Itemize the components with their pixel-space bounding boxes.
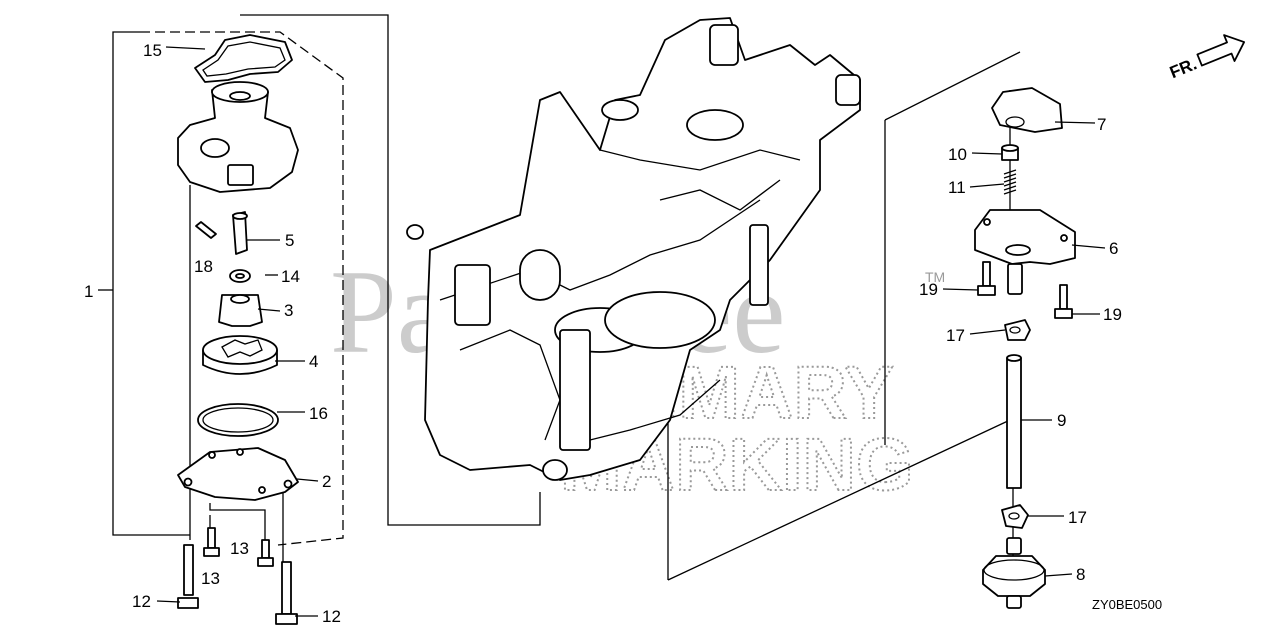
front-direction-indicator: FR. [1167, 34, 1246, 82]
callout-4: 4 [309, 352, 318, 371]
mount-bracket-6 [974, 209, 1076, 265]
front-arrow-icon [1196, 34, 1246, 67]
callout-19-left: 19 [919, 280, 938, 299]
bolt-12-right [281, 561, 292, 615]
cover-plate-2 [177, 447, 299, 501]
callout-7: 7 [1097, 115, 1106, 134]
mount-rubber-8 [1006, 537, 1022, 555]
callout-18: 18 [194, 257, 213, 276]
mount-parts [974, 87, 1076, 609]
callout-14: 14 [281, 267, 300, 286]
assembly-frames [112, 14, 1021, 590]
callout-17-top: 17 [946, 326, 965, 345]
callout-1: 1 [84, 282, 93, 301]
callout-6: 6 [1109, 239, 1118, 258]
callout-11: 11 [948, 178, 966, 197]
callout-labels: 15 1 5 18 14 3 4 16 2 13 13 12 12 7 10 1… [84, 41, 1162, 626]
o-ring-16 [197, 403, 279, 437]
gasket-7 [991, 87, 1063, 133]
bolt-13-left [207, 527, 216, 549]
callout-2: 2 [322, 472, 331, 491]
callout-19-right: 19 [1103, 305, 1122, 324]
mount-frame-top [884, 51, 1021, 121]
assembly-1-bracket [112, 31, 190, 536]
callout-16: 16 [309, 404, 328, 423]
key-18 [195, 221, 217, 239]
gasket-15 [194, 34, 293, 83]
callout-9: 9 [1057, 411, 1066, 430]
bolt-12-left [183, 544, 194, 596]
callout-5: 5 [285, 231, 294, 250]
pump-insert-3 [218, 294, 263, 327]
tube-9 [1006, 357, 1022, 489]
watermark-trademark: TM [925, 269, 945, 285]
pump-exploded-frame [140, 31, 344, 546]
callout-12-left: 12 [132, 592, 151, 611]
callout-15: 15 [143, 41, 162, 60]
bolt-19-right [1059, 284, 1068, 310]
diagram-code: ZY0BE0500 [1092, 597, 1162, 612]
callout-13-right: 13 [230, 539, 249, 558]
water-pump-parts [177, 34, 299, 625]
clamp-17-top [1004, 319, 1031, 341]
callout-3: 3 [284, 301, 293, 320]
pump-housing [177, 83, 299, 193]
block-bracket-line [240, 14, 541, 526]
bolt-13-right [261, 539, 270, 559]
callout-leaders [98, 46, 1106, 617]
spring-11 [1003, 169, 1017, 195]
clamp-17-bottom [1001, 504, 1029, 529]
cylinder-block [406, 17, 861, 481]
callout-12-right: 12 [322, 607, 341, 626]
callout-13-left: 13 [201, 569, 220, 588]
callout-17-bottom: 17 [1068, 508, 1087, 527]
mount-frame-diagonal [667, 419, 1011, 581]
callout-8: 8 [1076, 565, 1085, 584]
bolt-19-left [982, 261, 991, 287]
front-label: FR. [1167, 54, 1200, 82]
callout-10: 10 [948, 145, 967, 164]
